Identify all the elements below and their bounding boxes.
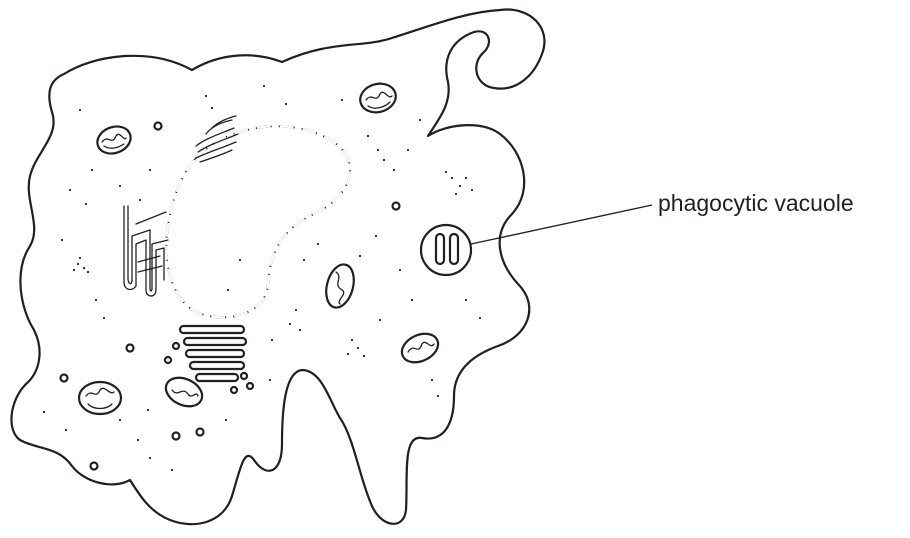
label-pointer-line [471,205,652,244]
rough-er-left [124,206,168,296]
mitochondrion-6 [79,382,121,414]
mitochondrion-4 [397,328,442,368]
mitochondrion-5 [161,372,206,412]
mitochondrion-3 [322,261,359,310]
mitochondrion-1 [94,122,135,158]
golgi-apparatus [180,326,246,381]
mitochondrion-2 [357,80,399,116]
nucleus-envelope [166,126,350,317]
rough-er-top [196,116,238,162]
phagocytic-vacuole [421,225,471,275]
phagocytic-vacuole-label: phagocytic vacuole [658,190,854,217]
nucleus-inner-line [166,126,350,317]
